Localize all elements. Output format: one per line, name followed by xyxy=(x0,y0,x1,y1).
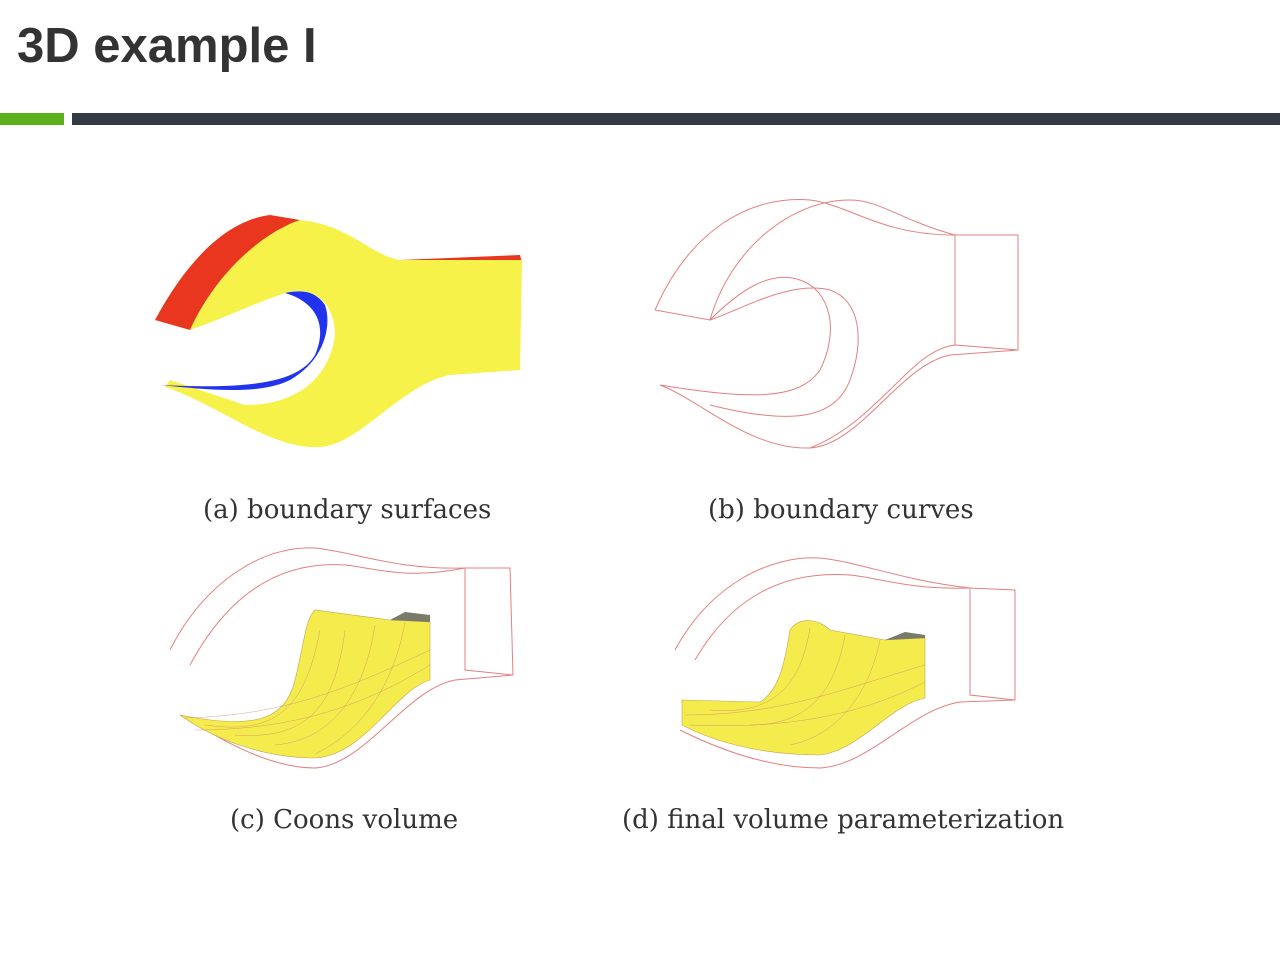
caption-d: (d) final volume parameterization xyxy=(622,805,1065,835)
figure-boundary-surfaces xyxy=(155,215,522,448)
caption-a: (a) boundary surfaces xyxy=(203,495,492,525)
figure-boundary-curves xyxy=(654,199,1019,449)
title-divider xyxy=(72,113,1280,125)
accent-bar xyxy=(0,113,64,125)
slide-title: 3D example I xyxy=(17,19,317,73)
caption-c: (c) Coons volume xyxy=(230,805,459,835)
figure-coons-volume xyxy=(169,547,514,769)
caption-b: (b) boundary curves xyxy=(708,495,974,525)
figure-final-volume xyxy=(674,557,1016,769)
